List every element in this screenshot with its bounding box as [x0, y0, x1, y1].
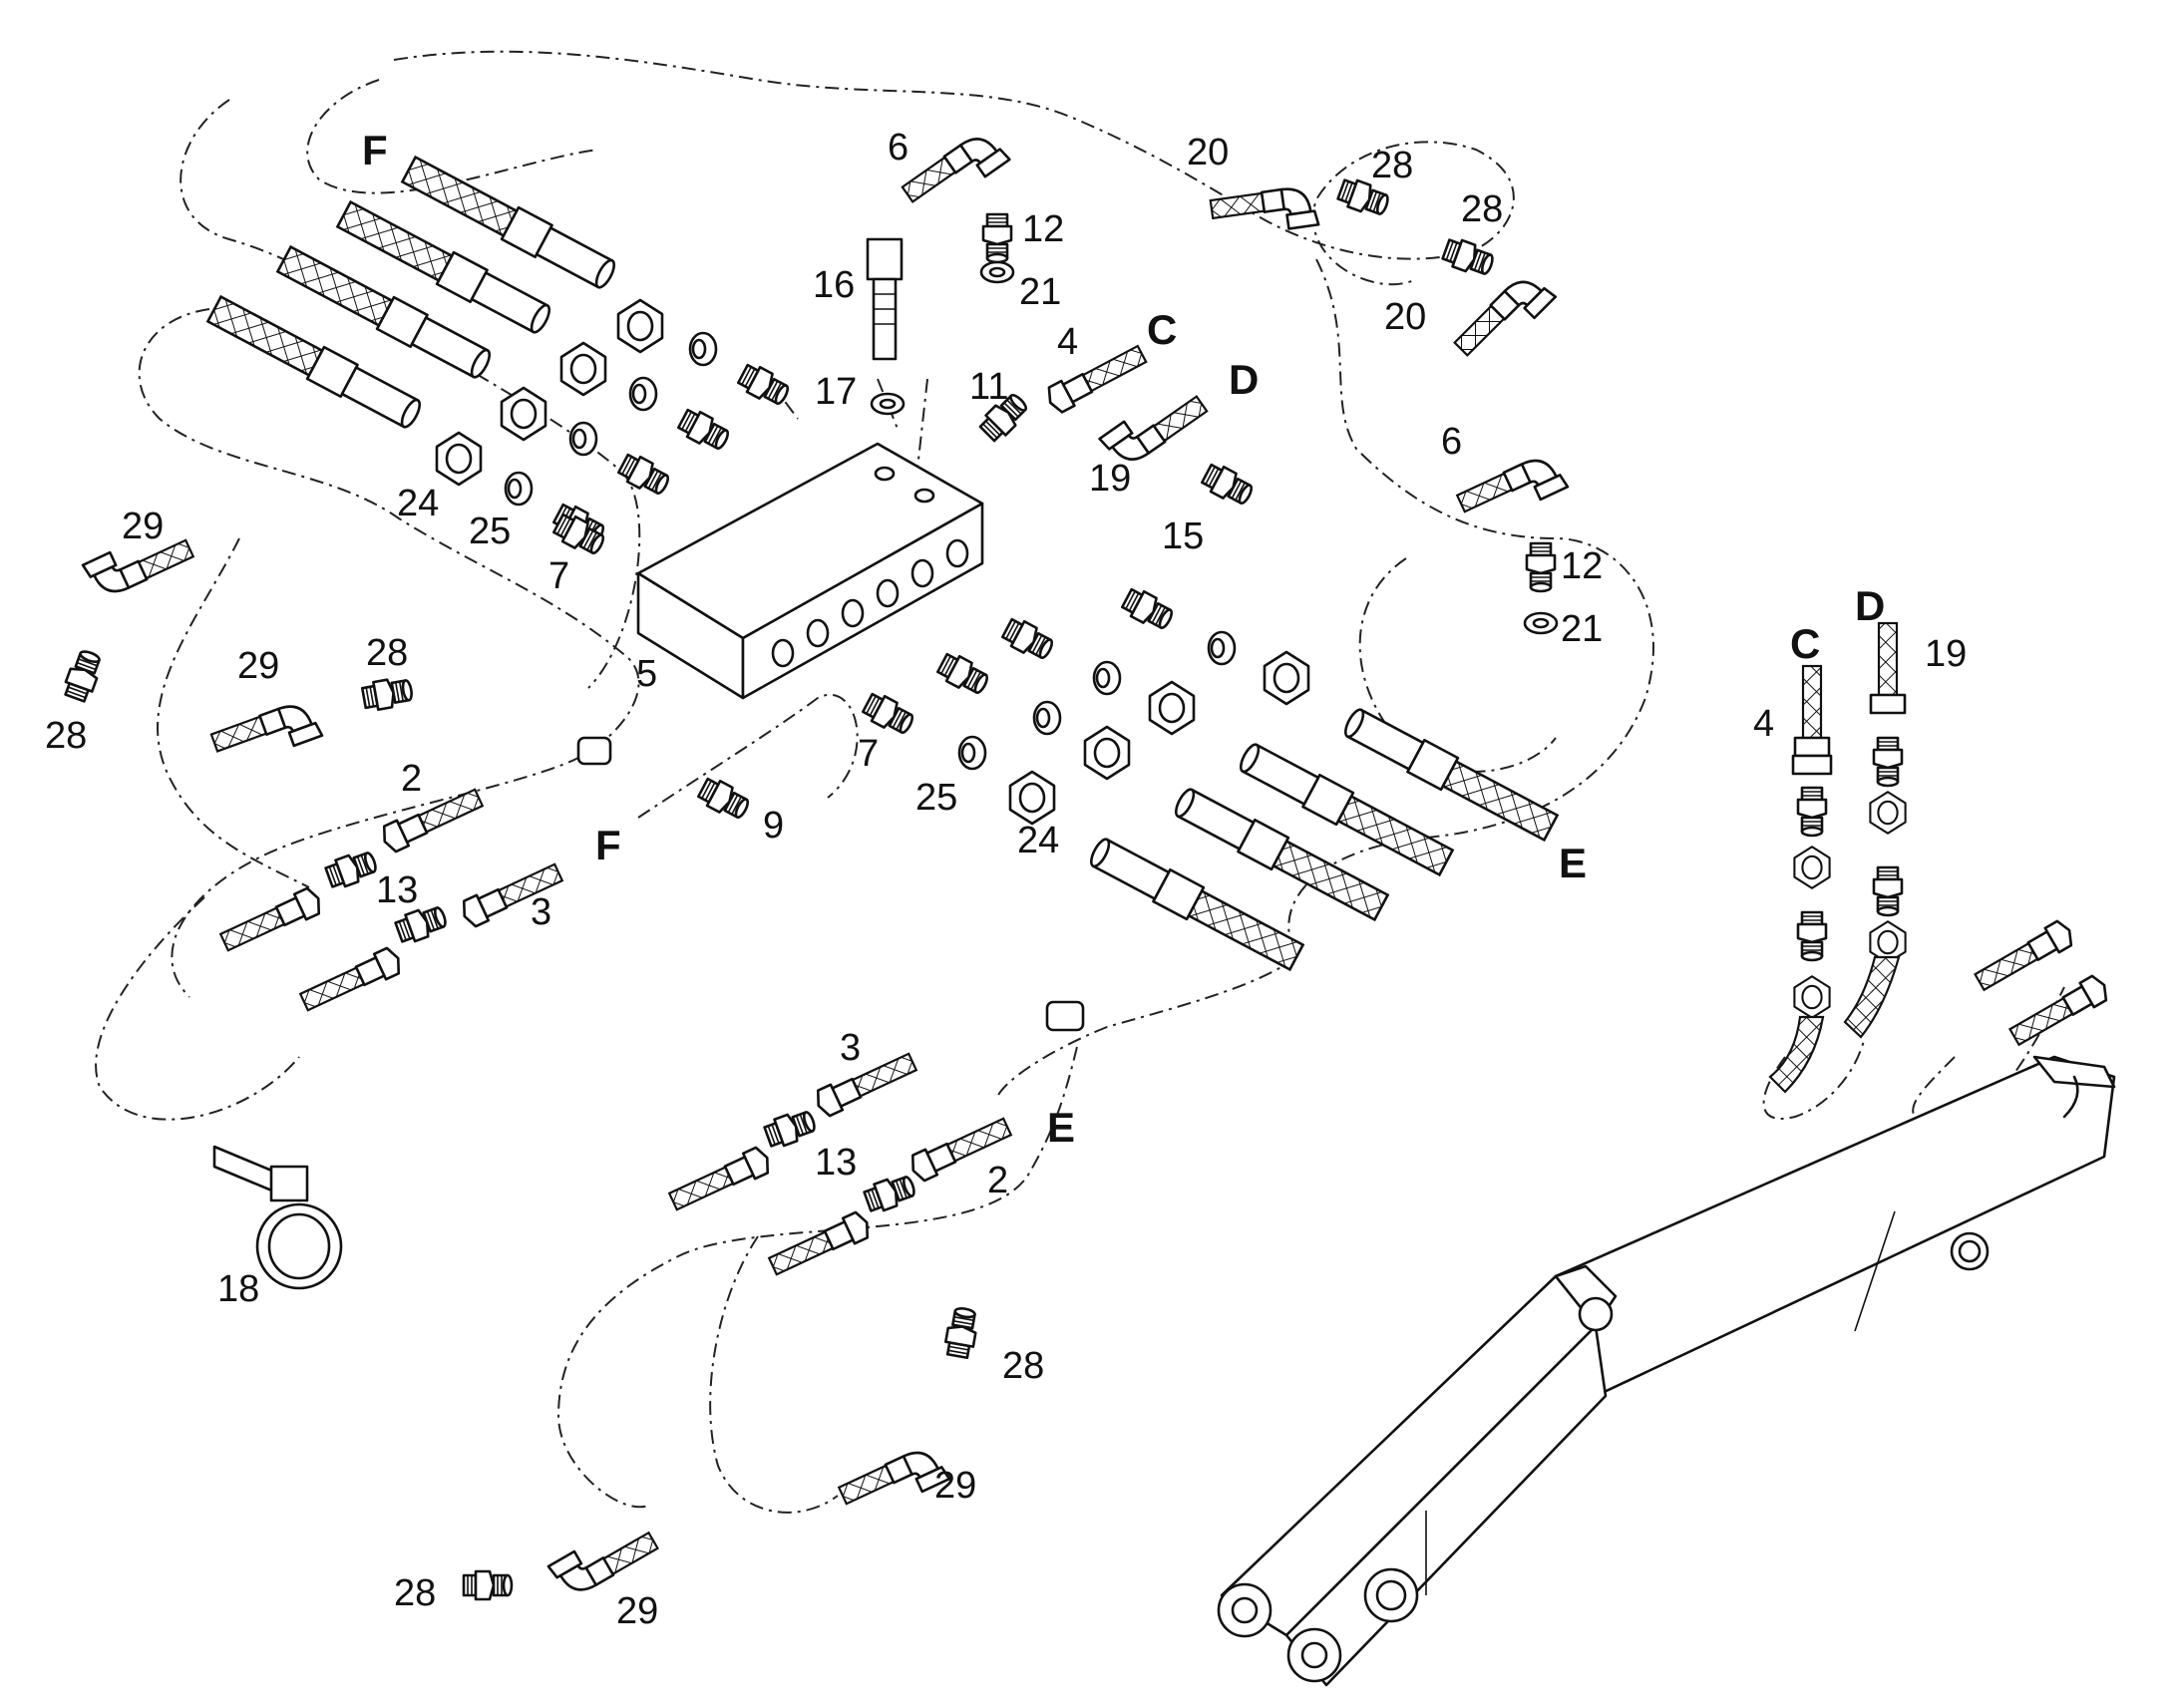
cable-tie — [212, 1145, 343, 1290]
callout-3-bottom: 3 — [840, 1027, 861, 1069]
callout-17: 17 — [815, 371, 857, 413]
left-fittings — [60, 519, 754, 1016]
callout-28-left-b: 28 — [45, 715, 87, 757]
callout-21-right: 21 — [1561, 608, 1603, 650]
callout-25-left: 25 — [469, 511, 511, 552]
callout-c-top: C — [1147, 306, 1177, 353]
top-right-fittings — [1209, 174, 1570, 635]
callout-13-left: 13 — [376, 869, 418, 911]
callout-7-left: 7 — [548, 555, 569, 597]
callout-d-right: D — [1855, 582, 1885, 629]
callout-29-bottom-b: 29 — [616, 1590, 658, 1632]
boom-arm — [1217, 1055, 2116, 1687]
callout-29-a: 29 — [122, 506, 164, 547]
callout-28-bottom-b: 28 — [394, 1572, 436, 1614]
callout-15: 15 — [1162, 515, 1204, 557]
callout-29-bottom-a: 29 — [934, 1465, 976, 1507]
callout-28-top-a: 28 — [1371, 145, 1413, 186]
callout-16: 16 — [813, 264, 855, 306]
callout-c-right: C — [1790, 620, 1820, 667]
callout-labels: F 6 12 21 16 20 28 28 20 4 C 11 17 D 19 … — [45, 127, 1967, 1632]
bottom-fittings — [462, 1000, 1085, 1602]
callout-f-top: F — [362, 127, 388, 173]
right-fitting-stacks — [1768, 621, 2113, 1094]
callout-e-bottom: E — [1047, 1104, 1075, 1151]
callout-28-top-b: 28 — [1461, 188, 1503, 230]
callout-11: 11 — [969, 366, 1008, 408]
hose-group-upper-left — [204, 152, 794, 550]
callout-2-left: 2 — [401, 758, 422, 800]
top-fittings — [866, 125, 1258, 511]
callout-24-left: 24 — [397, 483, 439, 524]
callout-4-top: 4 — [1057, 321, 1078, 363]
callout-20-mid: 20 — [1384, 296, 1426, 338]
callout-18: 18 — [217, 1268, 259, 1310]
callout-19-top: 19 — [1089, 458, 1131, 500]
callout-13-bottom: 13 — [815, 1142, 857, 1184]
routing-lines — [95, 50, 2065, 1514]
callout-e-right: E — [1559, 840, 1587, 886]
callout-19-right: 19 — [1925, 633, 1967, 675]
manifold-block — [636, 442, 984, 700]
callout-3-left: 3 — [531, 891, 551, 933]
callout-4-right: 4 — [1753, 703, 1774, 745]
callout-2-bottom: 2 — [987, 1160, 1008, 1201]
callout-24-mid: 24 — [1017, 820, 1059, 861]
callout-7-mid: 7 — [858, 733, 879, 775]
callout-d-top: D — [1229, 356, 1259, 403]
callout-f-mid: F — [595, 822, 621, 868]
callout-28-left-a: 28 — [366, 632, 408, 674]
callout-6-top: 6 — [888, 127, 908, 169]
callout-12-top: 12 — [1022, 208, 1064, 250]
callout-25-mid: 25 — [915, 777, 957, 819]
callout-5: 5 — [636, 653, 657, 695]
callout-12-right: 12 — [1561, 545, 1603, 587]
callout-28-bottom-a: 28 — [1002, 1345, 1044, 1387]
callout-20-top: 20 — [1187, 132, 1229, 173]
callout-29-b: 29 — [237, 645, 279, 687]
callout-21-top: 21 — [1019, 271, 1061, 313]
callout-6-right: 6 — [1441, 421, 1462, 463]
callout-9: 9 — [763, 805, 784, 847]
